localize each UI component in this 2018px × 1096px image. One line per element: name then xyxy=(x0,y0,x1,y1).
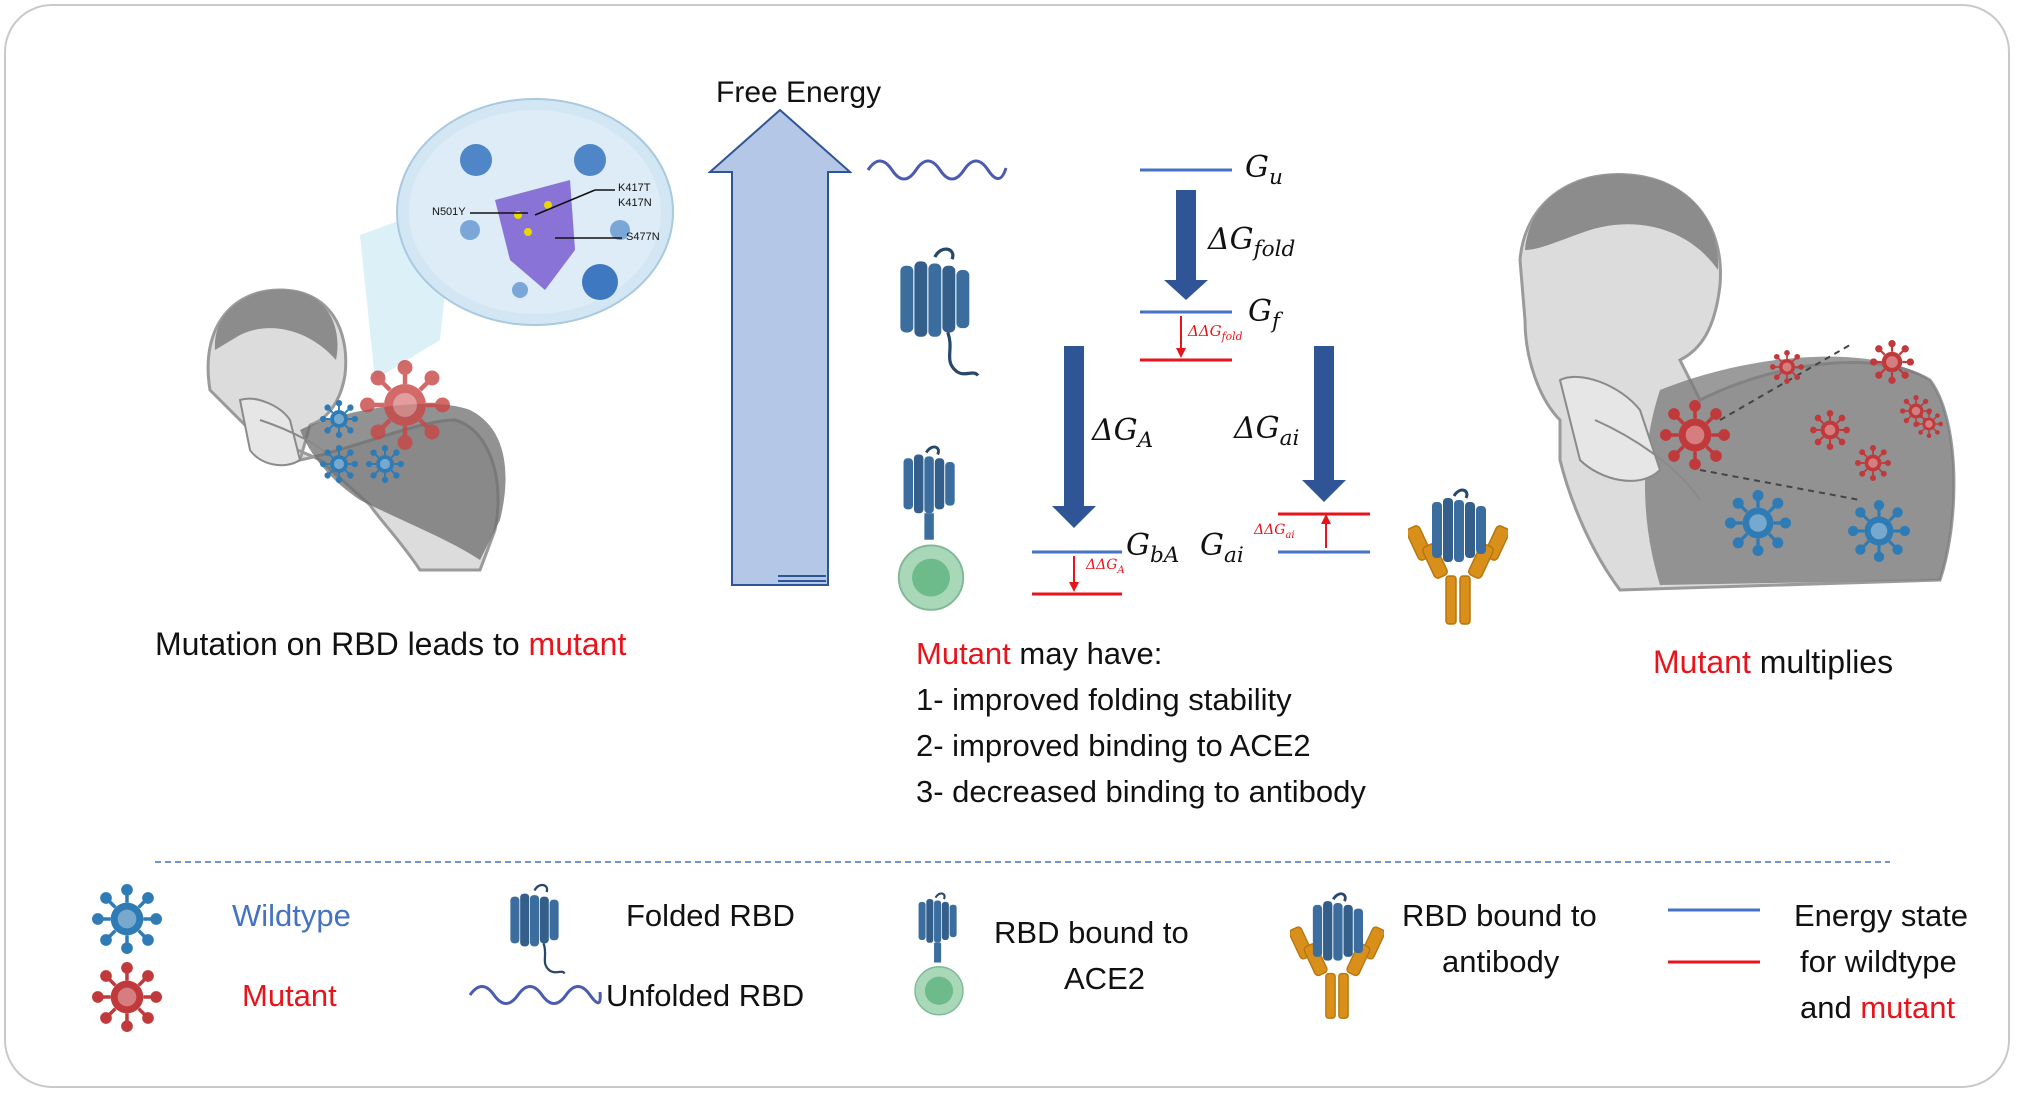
wildtype-virus-icon xyxy=(1725,490,1791,556)
legend-energy-label-3: and mutant xyxy=(1800,990,1956,1025)
figure-frame xyxy=(4,4,2010,1088)
wildtype-virus-icon xyxy=(1848,500,1910,562)
right-caption: Mutant multiplies xyxy=(1653,644,1894,680)
mutant-list-heading: Mutant may have: xyxy=(916,636,1163,671)
wildtype-virus-icon xyxy=(366,445,404,483)
delta-g-a-label: ΔGA xyxy=(1092,413,1154,453)
legend-folded-label: Folded RBD xyxy=(626,898,795,933)
legend-wildtype-label: Wildtype xyxy=(232,898,351,933)
wildtype-virus-icon xyxy=(320,445,358,483)
ace2-complex-icon xyxy=(897,445,965,612)
mutant-virus-icon xyxy=(1855,445,1891,481)
free-energy-title: Free Energy xyxy=(716,76,882,109)
gai-label: Gai xyxy=(1200,528,1244,568)
antibody-complex-icon xyxy=(1408,488,1508,626)
gf-label: Gf xyxy=(1248,294,1280,334)
delta-delta-g-fold-label: ΔΔGfold xyxy=(1188,322,1243,343)
gu-label: Gu xyxy=(1245,150,1283,190)
mutation-label: K417N xyxy=(618,197,652,209)
left-caption: Mutation on RBD leads to mutant xyxy=(155,626,627,662)
mutant-virus-icon xyxy=(1770,350,1804,384)
wildtype-legend-icon xyxy=(92,884,162,954)
delta-g-arrows xyxy=(1052,190,1346,528)
legend-energy-label-2: for wildtype xyxy=(1800,944,1957,979)
delta-delta-g-a-label: ΔΔGA xyxy=(1086,557,1125,576)
legend-unfolded-label: Unfolded RBD xyxy=(606,978,805,1013)
legend-energy-label: Energy state xyxy=(1794,898,1969,933)
mutant-list-item: 3- decreased binding to antibody xyxy=(916,774,1366,809)
folded-rbd-legend-icon xyxy=(509,883,566,975)
rbd-structure-zoom xyxy=(396,98,674,326)
mutation-label: N501Y xyxy=(432,206,466,218)
mutant-legend-icon xyxy=(92,962,162,1032)
folded-rbd-icon xyxy=(898,247,980,378)
delta-delta-g-ai-label: ΔΔGai xyxy=(1254,522,1295,541)
delta-delta-g-arrows xyxy=(1069,316,1331,592)
mutant-virus-icon xyxy=(1870,340,1914,384)
legend-ace2-label-2: ACE2 xyxy=(1064,961,1145,996)
legend-ace2-label: RBD bound to xyxy=(994,915,1189,950)
legend-antibody-label: RBD bound to xyxy=(1402,898,1597,933)
left-person-coughing-icon xyxy=(206,288,506,572)
mutant-virus-large-icon xyxy=(362,362,448,448)
legend-mutant-label: Mutant xyxy=(242,978,337,1013)
unfolded-rbd-icon xyxy=(866,159,1008,181)
legend-antibody-label-2: antibody xyxy=(1442,944,1560,979)
free-energy-arrow xyxy=(707,108,853,586)
gba-label: GbA xyxy=(1126,528,1180,568)
mutant-list-item: 1- improved folding stability xyxy=(916,682,1292,717)
delta-g-fold-label: ΔGfold xyxy=(1208,222,1296,262)
mutation-label: K417T xyxy=(618,182,651,194)
mutation-label: S477N xyxy=(626,231,660,243)
energy-levels xyxy=(1032,168,1370,596)
mutant-virus-icon xyxy=(1915,410,1943,438)
antibody-complex-legend-icon xyxy=(1290,892,1384,1020)
ace2-complex-legend-icon xyxy=(913,892,965,1017)
unfolded-rbd-legend-icon xyxy=(468,985,602,1005)
mutant-virus-icon xyxy=(1660,400,1730,470)
mutant-virus-icon xyxy=(1810,410,1850,450)
wildtype-virus-icon xyxy=(320,400,358,438)
mutant-list-item: 2- improved binding to ACE2 xyxy=(916,728,1311,763)
delta-g-ai-label: ΔGai xyxy=(1234,411,1300,451)
